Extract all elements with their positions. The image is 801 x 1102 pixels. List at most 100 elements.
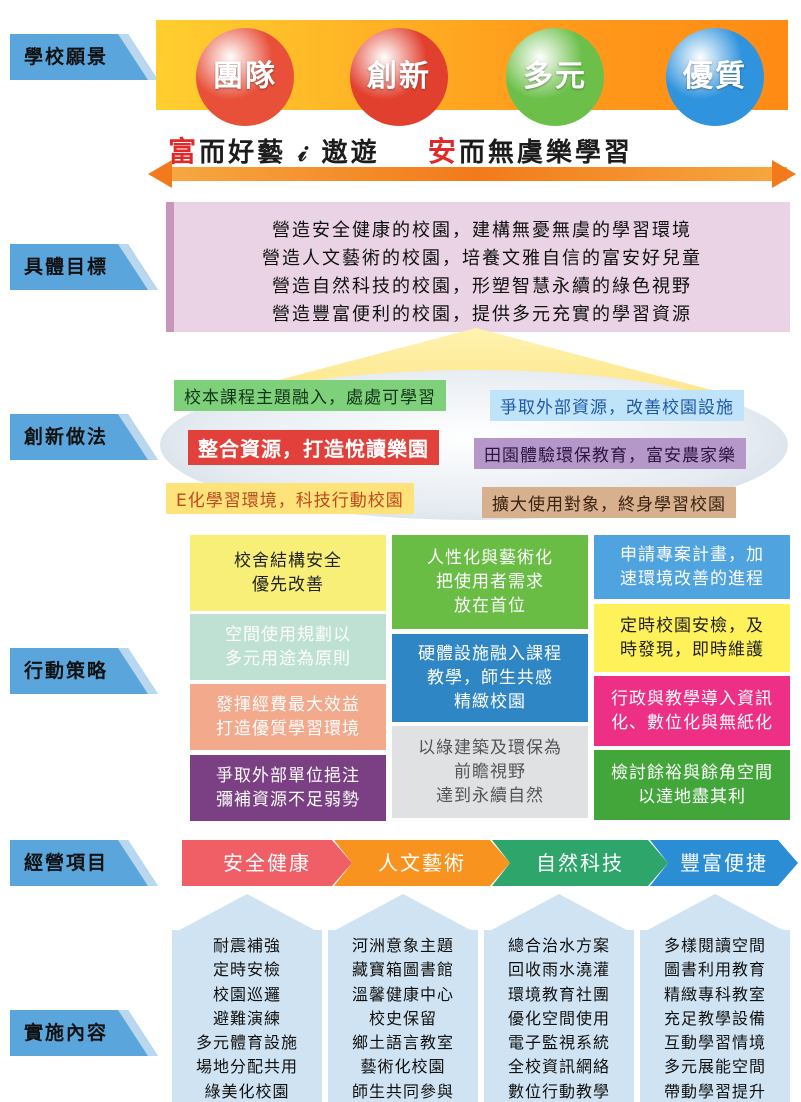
slogan-red-1: 富 [168,135,200,168]
innovation-label: 田園體驗環保教育，富安農家樂 [484,446,736,466]
double-arrow-shaft [165,167,787,181]
strategy-box: 發揮經費最大效益打造優質學習環境 [190,684,386,750]
innovation-label: 校本課程主題融入，處處可學習 [184,388,436,408]
tag-goals: 具體目標 [10,244,158,290]
implementation-item: 優化空間使用 [507,1008,610,1028]
implementation-item: 環境教育社團 [507,984,610,1004]
tag-goals-label: 具體目標 [24,256,109,278]
innovation-item: 擴大使用對象，終身學習校園 [482,487,736,518]
implementation-column: 河洲意象主題 藏寶箱圖書館 溫馨健康中心 校史保留 鄉土語言教室 藝術化校園 師… [328,930,478,1102]
goal-item: 營造豐富便利的校園，提供多元充實的學習資源 [272,304,692,325]
tag-innovation-label: 創新做法 [24,426,109,448]
implementation-item: 校史保留 [368,1008,437,1028]
tag-strategy: 行動策略 [10,648,158,694]
innovation-item: 田園體驗環保教育，富安農家樂 [474,438,746,469]
strategy-line: 人性化與藝術化 [427,548,553,568]
strategy-box: 硬體設施融入課程教學，師生共感精緻校園 [392,634,588,722]
implementation-item: 溫馨健康中心 [351,984,454,1004]
vision-ball-label: 多元 [523,59,587,94]
tag-implementation-label: 實施內容 [24,1022,109,1044]
strategy-line: 教學，師生共感 [427,668,553,688]
implementation-item: 充足教學設備 [663,1008,766,1028]
management-label: 安全健康 [223,851,311,875]
implementation-item: 校園巡邏 [212,984,281,1004]
management-item: 自然科技 [492,840,668,886]
strategy-line: 時發現，即時維護 [620,640,764,660]
implementation-item: 定時安檢 [212,960,281,980]
strategy-line: 行政與教學導入資訊 [611,689,773,709]
implementation-column: 總合治水方案 回收雨水澆灌 環境教育社團 優化空間使用 電子監視系統 全校資訊網… [484,930,634,1102]
strategy-box: 檢討餘裕與餘角空間以達地盡其利 [594,750,790,820]
implementation-item: 師生共同參與 [351,1081,454,1101]
innovation-item: E化學習環境，科技行動校園 [166,483,414,514]
implementation-item: 電子監視系統 [507,1033,610,1053]
vision-ball: 創新 [350,28,448,126]
innovation-item: 整合資源，打造悅讀樂園 [188,430,439,465]
implementation-item: 河洲意象主題 [351,936,454,955]
strategy-box: 爭取外部單位挹注彌補資源不足弱勢 [190,755,386,821]
double-arrow-left-head [148,160,172,188]
implementation-arrow [172,894,322,934]
strategy-line: 前瞻視野 [454,762,526,782]
management-label: 豐富便捷 [680,851,768,875]
vision-bar: 團隊 創新 多元 優質 [156,20,788,126]
strategy-line: 空間使用規劃以 [225,625,351,645]
strategy-box: 申請專案計畫，加速環境改善的進程 [594,535,790,599]
tag-vision-label: 學校願景 [24,46,109,68]
strategy-box: 定時校園安檢，及時發現，即時維護 [594,604,790,672]
implementation-column: 多樣閱讀空間 圖書利用教育 精緻專科教室 充足教學設備 互動學習情境 多元展能空… [640,930,790,1102]
strategy-box: 空間使用規劃以多元用途為原則 [190,614,386,680]
strategy-box: 以綠建築及環保為前瞻視野達到永續自然 [392,726,588,818]
implementation-item: 數位行動教學 [507,1081,610,1101]
management-label: 人文藝術 [378,851,466,875]
slogan-text-2: 而無虞樂學習 [458,138,633,168]
implementation-item: 耐震補強 [212,936,281,955]
implementation-item: 多元展能空間 [663,1057,766,1077]
implementation-item: 總合治水方案 [507,936,610,955]
goal-item: 營造人文藝術的校園，培養文雅自信的富安好兒童 [262,248,702,269]
implementation-item: 多元體育設施 [195,1033,298,1053]
implementation-item: 場地分配共用 [195,1057,298,1077]
vision-ball-label: 團隊 [213,59,277,94]
implementation-item: 藝術化校園 [360,1057,446,1077]
implementation-arrow [640,894,790,934]
vision-ball: 優質 [666,28,764,126]
implementation-item: 精緻專科教室 [663,984,766,1004]
implementation-arrow [484,894,634,934]
double-arrow-right-head [772,160,796,188]
slogan-text-1: 而好藝 𝒾 遨遊 [199,138,380,168]
innovation-label: 爭取外部資源，改善校園設施 [500,398,734,418]
innovation-item: 校本課程主題融入，處處可學習 [174,380,446,411]
strategy-line: 以綠建築及環保為 [418,738,562,758]
strategy-line: 達到永續自然 [436,786,544,806]
vision-ball: 團隊 [196,28,294,126]
management-label: 自然科技 [536,851,624,875]
vision-ball: 多元 [506,28,604,126]
goal-item: 營造自然科技的校園，形塑智慧永續的綠色視野 [272,276,692,297]
strategy-line: 放在首位 [454,596,526,616]
tag-management-label: 經營項目 [24,852,109,874]
strategy-line: 爭取外部單位挹注 [216,766,360,786]
implementation-item: 帶動學習提升 [663,1081,766,1101]
strategy-line: 校舍結構安全 [234,551,342,571]
implementation-item: 藏寶箱圖書館 [351,960,454,980]
strategy-line: 申請專案計畫，加 [620,545,764,565]
innovation-item: 爭取外部資源，改善校園設施 [490,390,744,421]
implementation-item: 多樣閱讀空間 [663,936,766,955]
strategy-line: 精緻校園 [454,692,526,712]
slogan: 富而好藝 𝒾 遨遊 安而無虞樂學習 [0,130,801,170]
strategy-line: 彌補資源不足弱勢 [216,790,360,810]
tag-vision: 學校願景 [10,34,158,80]
strategy-line: 檢討餘裕與餘角空間 [611,763,773,783]
strategy-line: 硬體設施融入課程 [418,644,562,664]
strategy-line: 把使用者需求 [436,572,544,592]
implementation-item: 綠美化校園 [204,1081,290,1101]
implementation-item: 全校資訊網絡 [507,1057,610,1077]
implementation-arrow [328,894,478,934]
strategy-line: 發揮經費最大效益 [216,695,360,715]
strategy-line: 速環境改善的進程 [620,569,764,589]
tag-strategy-label: 行動策略 [24,660,109,682]
implementation-item: 回收雨水澆灌 [507,960,610,980]
tag-management: 經營項目 [10,840,158,886]
innovation-label: E化學習環境，科技行動校園 [176,491,404,511]
